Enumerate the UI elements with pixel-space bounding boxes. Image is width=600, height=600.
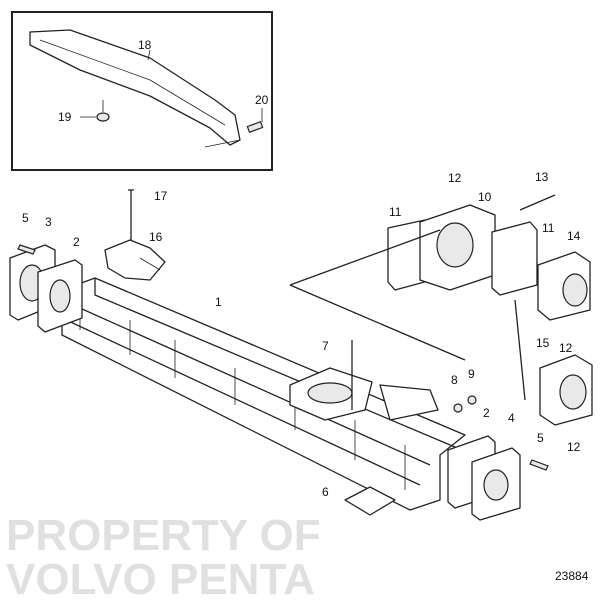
callout-5b: 5 <box>537 431 544 445</box>
callout-16: 16 <box>149 230 163 244</box>
callout-7: 7 <box>322 339 329 353</box>
callout-9: 9 <box>468 367 475 381</box>
gasket-6 <box>344 486 396 516</box>
callout-2b: 2 <box>483 406 490 420</box>
elbow-assembly <box>289 194 556 401</box>
callout-19: 19 <box>58 110 72 124</box>
callout-3: 3 <box>45 215 52 229</box>
outlet-flanges <box>537 251 593 426</box>
callout-1: 1 <box>215 295 222 309</box>
drawing-number: 23884 <box>555 569 589 583</box>
callout-12b: 12 <box>559 341 573 355</box>
callout-4: 4 <box>508 411 515 425</box>
callout-12: 12 <box>448 171 462 185</box>
callout-10: 10 <box>478 190 492 204</box>
inset-heat-shield <box>11 11 273 171</box>
callout-5: 5 <box>22 211 29 225</box>
sensor-and-bolt <box>104 189 166 281</box>
watermark-line-1: PROPERTY OF <box>6 511 321 560</box>
watermark: PROPERTY OF VOLVO PENTA <box>6 511 321 600</box>
nut-part <box>96 112 110 122</box>
callout-14: 14 <box>567 229 581 243</box>
callout-18: 18 <box>138 38 152 52</box>
lower-right-flanges <box>344 340 549 521</box>
callout-17: 17 <box>154 189 168 203</box>
callout-15: 15 <box>536 336 550 350</box>
callout-11: 11 <box>389 205 402 219</box>
callout-labels: 18 19 20 17 5 3 2 16 1 12 10 13 11 11 14… <box>22 38 589 583</box>
callout-11b: 11 <box>542 221 555 235</box>
callout-20: 20 <box>255 93 269 107</box>
watermark-line-2: VOLVO PENTA <box>6 555 315 600</box>
heat-shield-part <box>29 29 241 146</box>
exhaust-manifold <box>61 277 466 511</box>
callout-13: 13 <box>535 170 549 184</box>
callout-12c: 12 <box>567 440 581 454</box>
callout-6: 6 <box>322 485 329 499</box>
left-flange-gaskets <box>9 244 83 333</box>
callout-8: 8 <box>451 373 458 387</box>
callout-2: 2 <box>73 235 80 249</box>
